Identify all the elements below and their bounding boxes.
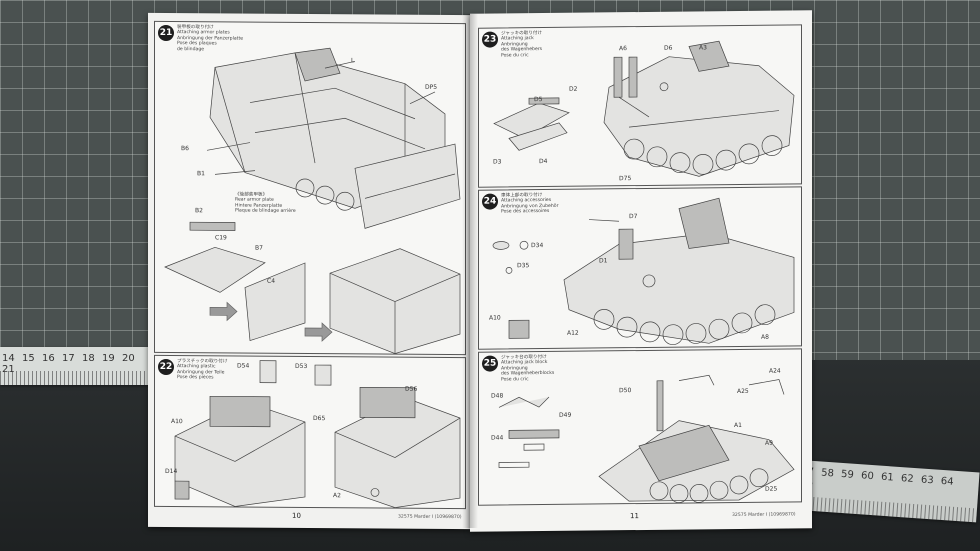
part-label: D14 <box>165 467 178 476</box>
part-label: A10 <box>489 314 501 322</box>
ruler-number: 62 <box>900 473 915 485</box>
part-label: D49 <box>559 411 572 419</box>
ruler-number: 60 <box>860 470 875 483</box>
part-label: D34 <box>531 242 544 250</box>
part-label: A25 <box>737 387 749 395</box>
step-21-panel: 21 装甲板の取り付け Attaching armor plates Anbri… <box>154 20 466 356</box>
part-label: C4 <box>267 277 276 285</box>
part-label: B1 <box>197 170 205 178</box>
page-number: 10 <box>292 511 301 520</box>
part-label: A10 <box>171 418 183 426</box>
part-label: D53 <box>295 362 308 370</box>
part-label: C19 <box>215 234 227 242</box>
part-label: B7 <box>255 244 263 252</box>
ruler-ticks <box>0 371 160 385</box>
part-label: D50 <box>619 387 632 395</box>
ruler-number: 18 <box>82 353 95 364</box>
step-22-drawing <box>174 360 461 508</box>
ruler-number: 15 <box>22 353 35 364</box>
part-label: B6 <box>181 145 189 153</box>
page-footer: 32575 Marder I (10969870) <box>398 514 462 521</box>
step-22-panel: 22 プラスチックの取り付け Attaching plastic Anbring… <box>154 354 466 510</box>
ruler-number: 64 <box>940 475 954 488</box>
part-label: D1 <box>599 257 608 265</box>
part-label: A1 <box>734 421 742 430</box>
part-label: A8 <box>761 333 769 341</box>
ruler-number: 58 <box>820 467 835 480</box>
ruler-number: 61 <box>880 471 895 484</box>
step-21-drawing <box>164 47 461 354</box>
ruler-number: 14 <box>2 353 15 364</box>
ruler-number: 19 <box>102 353 115 364</box>
part-label: D44 <box>491 434 504 442</box>
ruler-left: 14 15 16 17 18 19 20 21 <box>0 347 160 385</box>
part-label: D54 <box>237 362 250 370</box>
instruction-page-right: 23 ジャッキの取り付け Attaching jack Anbringung d… <box>470 10 812 532</box>
part-label: D5 <box>534 96 543 104</box>
part-label: D75 <box>619 175 632 183</box>
step-23-panel: 23 ジャッキの取り付け Attaching jack Anbringung d… <box>478 24 802 188</box>
part-label: A9 <box>765 439 773 447</box>
part-label: A2 <box>333 492 341 500</box>
part-label: D25 <box>765 485 778 493</box>
page-footer: 32575 Marder I (10969870) <box>732 512 796 519</box>
ruler-number: 20 <box>122 353 135 364</box>
part-label: D3 <box>493 158 502 166</box>
ruler-number: 21 <box>2 364 15 375</box>
step-24-drawing <box>492 197 795 346</box>
part-label: A3 <box>699 44 707 52</box>
step-24-panel: 24 車体上部の取り付け Attaching accessories Anbri… <box>478 186 802 350</box>
ruler-number: 63 <box>920 474 934 487</box>
sub-heading: 《後部装甲板》 Rear armor plate Hintere Panzerp… <box>235 192 296 214</box>
step-25-drawing <box>498 374 795 503</box>
part-label: D4 <box>539 157 548 166</box>
ruler-right-numbers: 575859606162636465 <box>800 466 979 500</box>
part-label: D7 <box>629 213 638 221</box>
page-number: 11 <box>630 512 639 521</box>
part-label: D56 <box>405 385 418 393</box>
ruler-left-numbers: 14 15 16 17 18 19 20 21 <box>2 353 160 375</box>
ruler-number: 17 <box>62 353 75 364</box>
part-label: DP5 <box>425 83 438 91</box>
part-label: D65 <box>313 415 326 423</box>
ruler-number: 16 <box>42 353 55 364</box>
ruler-number: 59 <box>840 468 855 481</box>
part-label: A24 <box>769 367 781 375</box>
part-label: A6 <box>619 45 627 53</box>
part-label: D2 <box>569 85 578 93</box>
step-25-panel: 25 ジャッキ台の取り付け Attaching jack block Anbri… <box>478 348 802 506</box>
part-label: B2 <box>195 207 203 215</box>
part-label: D35 <box>517 262 530 270</box>
sub-heading-line: Plaque de blindage arrière <box>235 208 296 215</box>
part-label: L <box>351 57 355 65</box>
booklet-spine <box>462 14 478 528</box>
step-23-drawing <box>493 40 795 177</box>
instruction-page-left: 21 装甲板の取り付け Attaching armor plates Anbri… <box>148 12 470 530</box>
part-label: D6 <box>664 44 673 52</box>
part-label: A12 <box>567 329 579 337</box>
part-label: D48 <box>491 392 504 400</box>
